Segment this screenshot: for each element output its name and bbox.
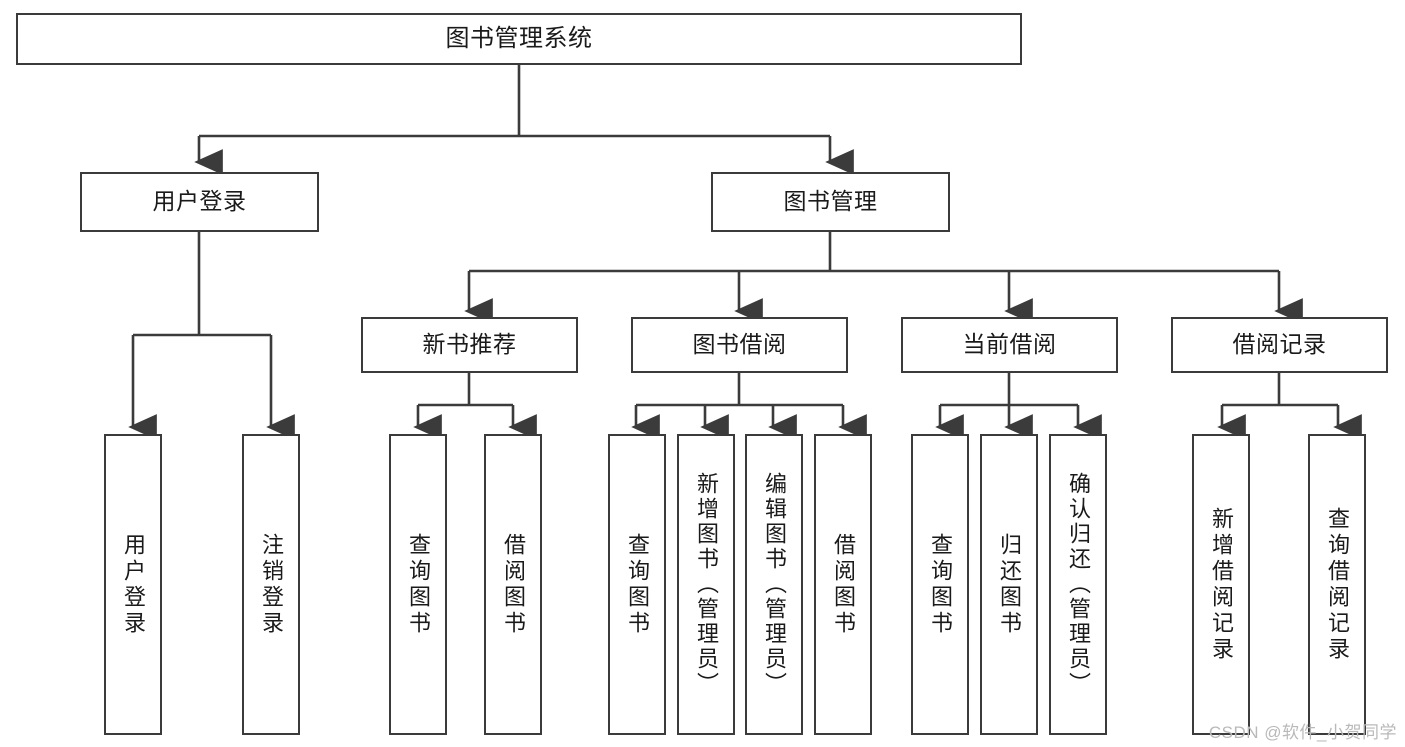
node-root[interactable]: 图书管理系统 — [16, 13, 1022, 65]
node-leaf-query-book-1-label: 查询图书 — [406, 532, 431, 637]
node-book-manage-label: 图书管理 — [783, 188, 878, 215]
node-leaf-add-record[interactable]: 新增借阅记录 — [1192, 434, 1250, 735]
node-leaf-confirm-return[interactable]: 确认归还（管理员） — [1049, 434, 1107, 735]
node-leaf-add-book-label: 新增图书（管理员） — [694, 472, 719, 697]
node-leaf-borrow-book-1-label: 借阅图书 — [501, 532, 526, 637]
node-borrow-record-label: 借阅记录 — [1232, 331, 1327, 358]
node-borrow-record[interactable]: 借阅记录 — [1171, 317, 1388, 373]
node-leaf-user-login[interactable]: 用户登录 — [104, 434, 162, 735]
node-leaf-logout-label: 注销登录 — [259, 532, 284, 637]
node-leaf-query-book-3-label: 查询图书 — [928, 532, 953, 637]
node-new-book-rec[interactable]: 新书推荐 — [361, 317, 578, 373]
node-book-manage[interactable]: 图书管理 — [711, 172, 950, 232]
node-leaf-return-book[interactable]: 归还图书 — [980, 434, 1038, 735]
node-leaf-add-record-label: 新增借阅记录 — [1209, 506, 1234, 663]
node-root-label: 图书管理系统 — [445, 24, 593, 52]
node-leaf-borrow-book-1[interactable]: 借阅图书 — [484, 434, 542, 735]
node-leaf-query-book-2[interactable]: 查询图书 — [608, 434, 666, 735]
node-leaf-confirm-return-label: 确认归还（管理员） — [1066, 472, 1091, 697]
node-leaf-logout[interactable]: 注销登录 — [242, 434, 300, 735]
node-leaf-borrow-book-2[interactable]: 借阅图书 — [814, 434, 872, 735]
node-user-login[interactable]: 用户登录 — [80, 172, 319, 232]
node-leaf-edit-book-label: 编辑图书（管理员） — [762, 472, 787, 697]
node-leaf-query-book-3[interactable]: 查询图书 — [911, 434, 969, 735]
node-leaf-return-book-label: 归还图书 — [997, 532, 1022, 637]
node-leaf-query-record[interactable]: 查询借阅记录 — [1308, 434, 1366, 735]
node-new-book-rec-label: 新书推荐 — [422, 331, 517, 358]
node-leaf-query-book-2-label: 查询图书 — [625, 532, 650, 637]
node-leaf-query-record-label: 查询借阅记录 — [1325, 506, 1350, 663]
watermark-text: CSDN @软件_小贺同学 — [1208, 723, 1397, 742]
node-leaf-query-book-1[interactable]: 查询图书 — [389, 434, 447, 735]
node-book-borrow[interactable]: 图书借阅 — [631, 317, 848, 373]
node-leaf-borrow-book-2-label: 借阅图书 — [831, 532, 856, 637]
node-leaf-edit-book[interactable]: 编辑图书（管理员） — [745, 434, 803, 735]
node-current-borrow[interactable]: 当前借阅 — [901, 317, 1118, 373]
node-user-login-label: 用户登录 — [152, 188, 247, 215]
node-leaf-add-book[interactable]: 新增图书（管理员） — [677, 434, 735, 735]
node-current-borrow-label: 当前借阅 — [962, 331, 1057, 358]
node-leaf-user-login-label: 用户登录 — [121, 532, 146, 637]
node-book-borrow-label: 图书借阅 — [692, 331, 787, 358]
